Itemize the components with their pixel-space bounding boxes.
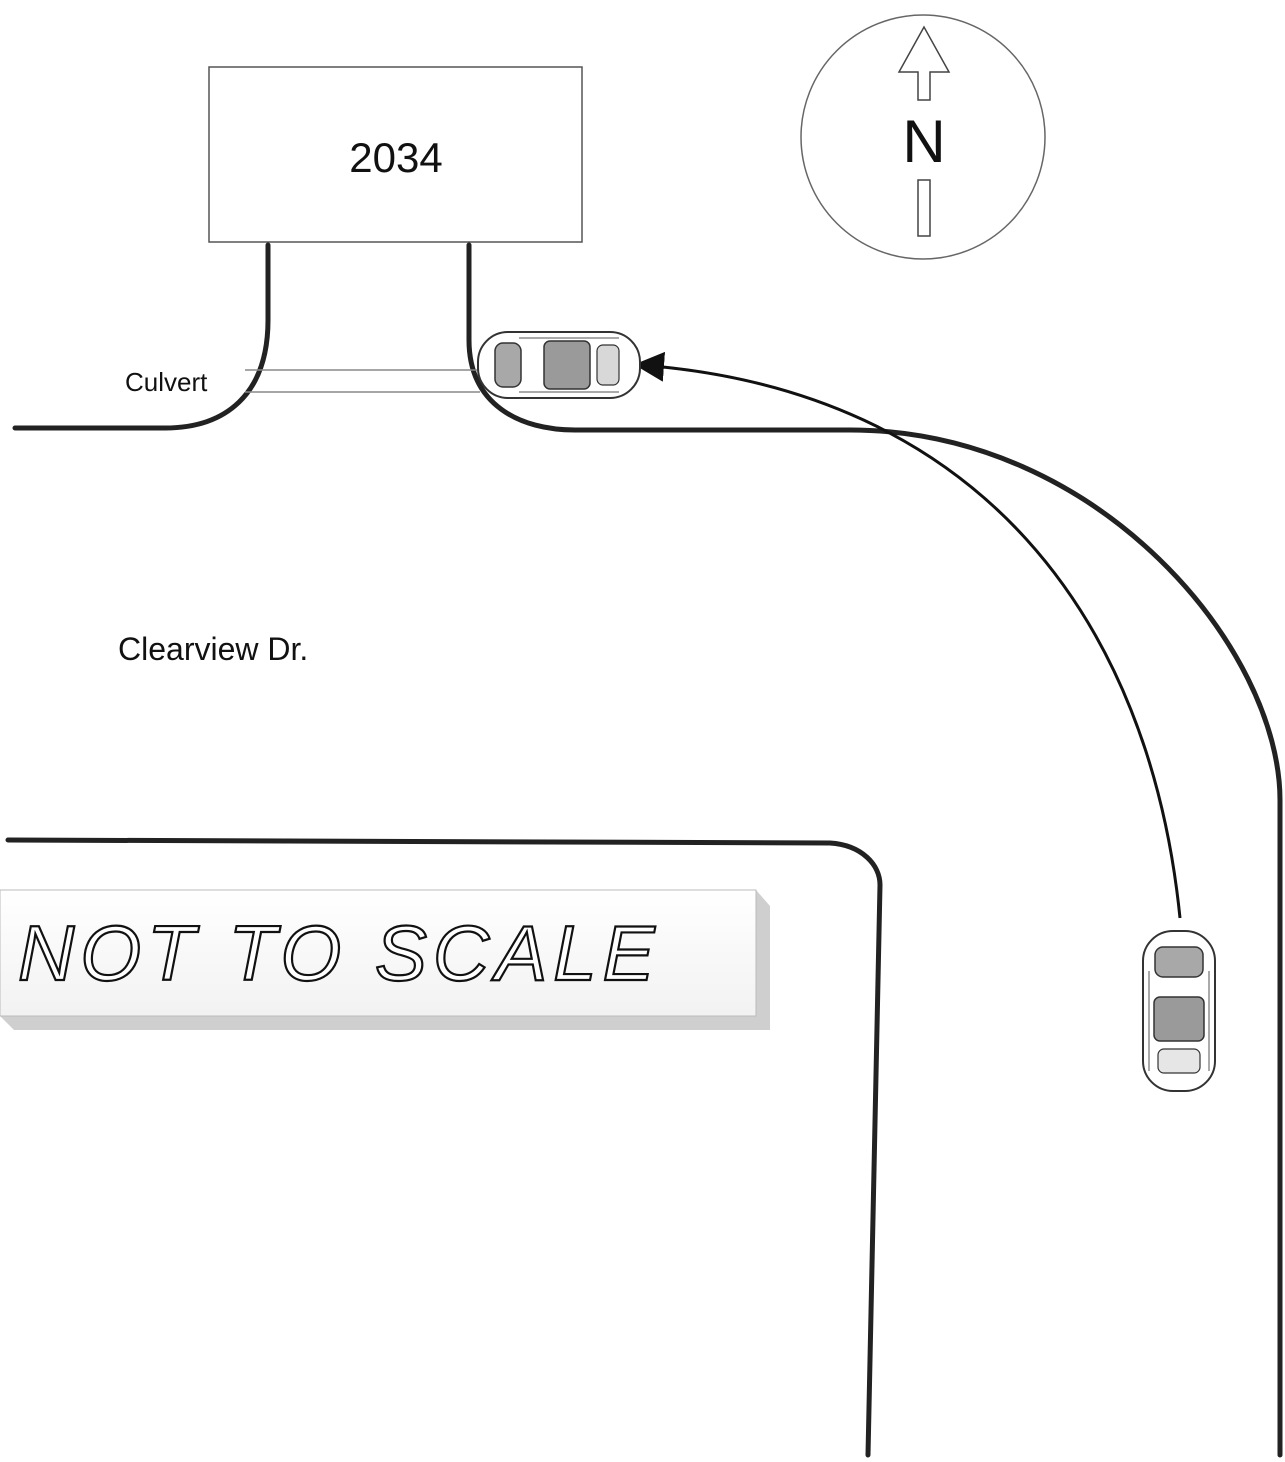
house-outline — [208, 66, 583, 243]
scale-banner: NOT TO SCALE — [0, 889, 770, 1030]
house-number: 2034 — [349, 134, 442, 181]
car-rear-window — [596, 344, 620, 386]
road-edge-inner — [5, 837, 883, 1458]
driveway-right-edge — [466, 242, 853, 433]
culvert: Culvert — [125, 367, 480, 397]
vehicle-travel-path — [634, 351, 1182, 919]
compass-label: N — [902, 108, 945, 175]
car-roof — [1153, 996, 1205, 1042]
driveway — [12, 242, 853, 433]
car-roof — [543, 340, 591, 390]
car-at-driveway — [477, 331, 641, 399]
car-windshield — [494, 342, 522, 388]
street-label: Clearview Dr. — [118, 631, 308, 667]
banner-box — [0, 889, 757, 1017]
culvert-label: Culvert — [125, 367, 208, 397]
car-rear-window — [1157, 1048, 1201, 1074]
north-arrow-icon — [897, 25, 951, 101]
road-edge-outer-curve — [847, 427, 1283, 1458]
house: 2034 — [208, 66, 583, 243]
north-arrow-tail — [917, 179, 931, 237]
car-windshield — [1154, 946, 1204, 978]
driveway-left-edge — [12, 242, 271, 431]
north-compass: N — [800, 14, 1046, 260]
compass-circle — [800, 14, 1046, 260]
scale-banner-text: NOT TO SCALE — [18, 909, 661, 997]
car-on-road — [1142, 930, 1216, 1092]
